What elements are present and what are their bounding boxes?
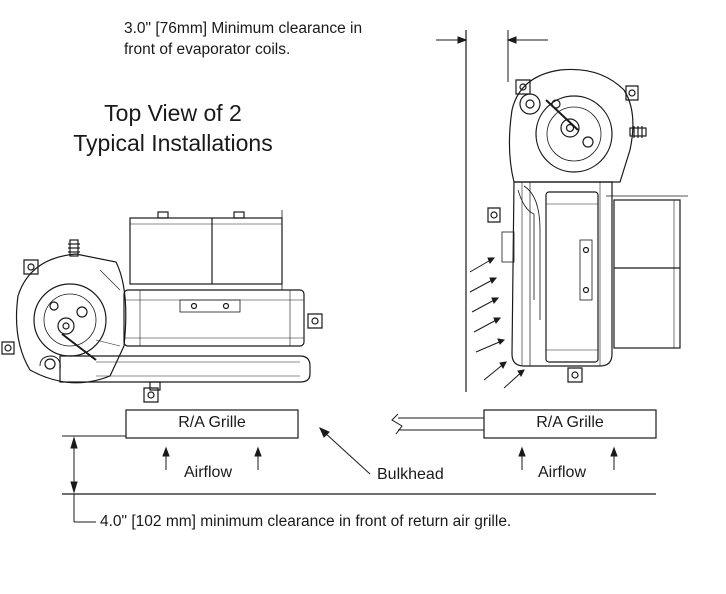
right-compressor-housing xyxy=(508,68,634,183)
left-compressor-housing xyxy=(15,253,127,384)
diagram-title-line2: Typical Installations xyxy=(73,130,273,156)
evaporator-note-line1: 3.0" [76mm] Minimum clearance in xyxy=(124,20,363,37)
bulkhead-label: Bulkhead xyxy=(377,466,444,483)
airflow-left-label: Airflow xyxy=(184,464,233,481)
right-blower-housing xyxy=(545,191,599,363)
right-body xyxy=(511,181,613,367)
bulkhead-leader xyxy=(319,427,371,475)
grille-left-label: R/A Grille xyxy=(178,414,246,431)
grille-right-box xyxy=(483,409,657,439)
left-motor-box xyxy=(129,217,283,285)
diagram-title-line1: Top View of 2 xyxy=(104,100,242,126)
left-blower-housing xyxy=(123,289,305,347)
evaporator-clearance-dimension xyxy=(436,30,548,82)
right-unit xyxy=(487,68,688,383)
grille-left-box xyxy=(125,409,299,439)
left-base-tray xyxy=(59,355,311,383)
evaporator-note-line2: front of evaporator coils. xyxy=(124,41,291,58)
right-compressor xyxy=(535,95,613,173)
right-motor-box xyxy=(613,199,681,349)
left-unit xyxy=(1,210,323,403)
coil-airflow-arrows xyxy=(469,257,525,389)
left-compressor xyxy=(33,283,107,357)
airflow-right-label: Airflow xyxy=(538,464,587,481)
grille-right-label: R/A Grille xyxy=(536,414,604,431)
return-air-clearance-dimension xyxy=(62,435,656,523)
return-air-note: 4.0" [102 mm] minimum clearance in front… xyxy=(100,513,512,530)
grille-airflow-arrows xyxy=(162,446,618,470)
grille-right-wall-break xyxy=(391,413,484,435)
